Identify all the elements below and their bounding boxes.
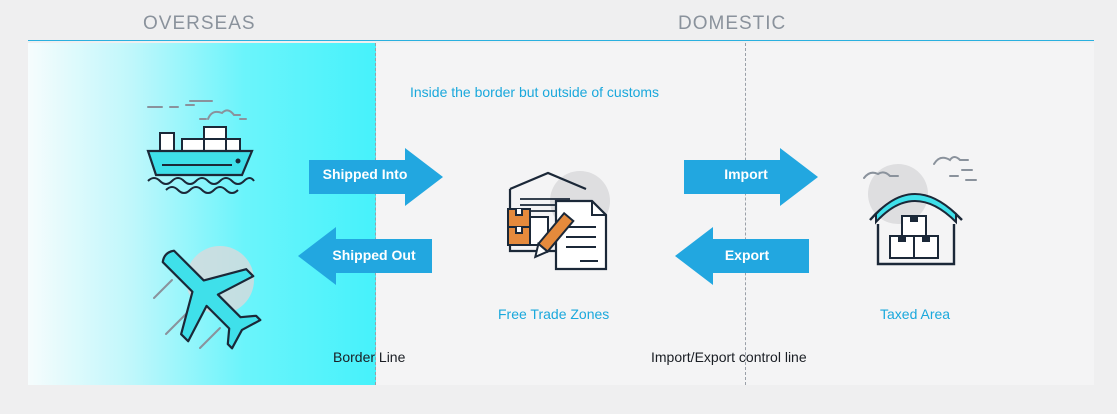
airplane-icon [153, 246, 262, 350]
document-icon [554, 199, 608, 271]
shipped-out-label: Shipped Out [332, 247, 416, 263]
free-trade-zones-label: Free Trade Zones [498, 306, 610, 322]
control-line-label: Import/Export control line [651, 349, 807, 365]
overseas-heading: OVERSEAS [143, 13, 256, 34]
shipped-out-arrow [298, 227, 432, 285]
pencil-icon [533, 211, 575, 259]
domestic-heading: DOMESTIC [678, 13, 787, 34]
customs-note: Inside the border but outside of customs [410, 84, 660, 100]
border-line-label: Border Line [333, 349, 406, 365]
header-rule [28, 40, 1094, 41]
border-line-divider [375, 43, 376, 385]
cargo-ship-icon [146, 100, 255, 194]
shipped-into-label: Shipped Into [322, 166, 408, 182]
shipped-into-arrow [309, 148, 443, 206]
cloud-icon [147, 100, 247, 120]
export-label: Export [724, 247, 770, 263]
warehouse-icon [507, 171, 610, 271]
taxed-area-warehouse-icon [863, 156, 977, 266]
control-line-divider [745, 43, 746, 385]
import-arrow [684, 148, 818, 206]
import-label: Import [724, 166, 768, 182]
export-arrow [675, 227, 809, 285]
taxed-area-label: Taxed Area [880, 306, 951, 322]
cloud-icon [863, 156, 977, 181]
